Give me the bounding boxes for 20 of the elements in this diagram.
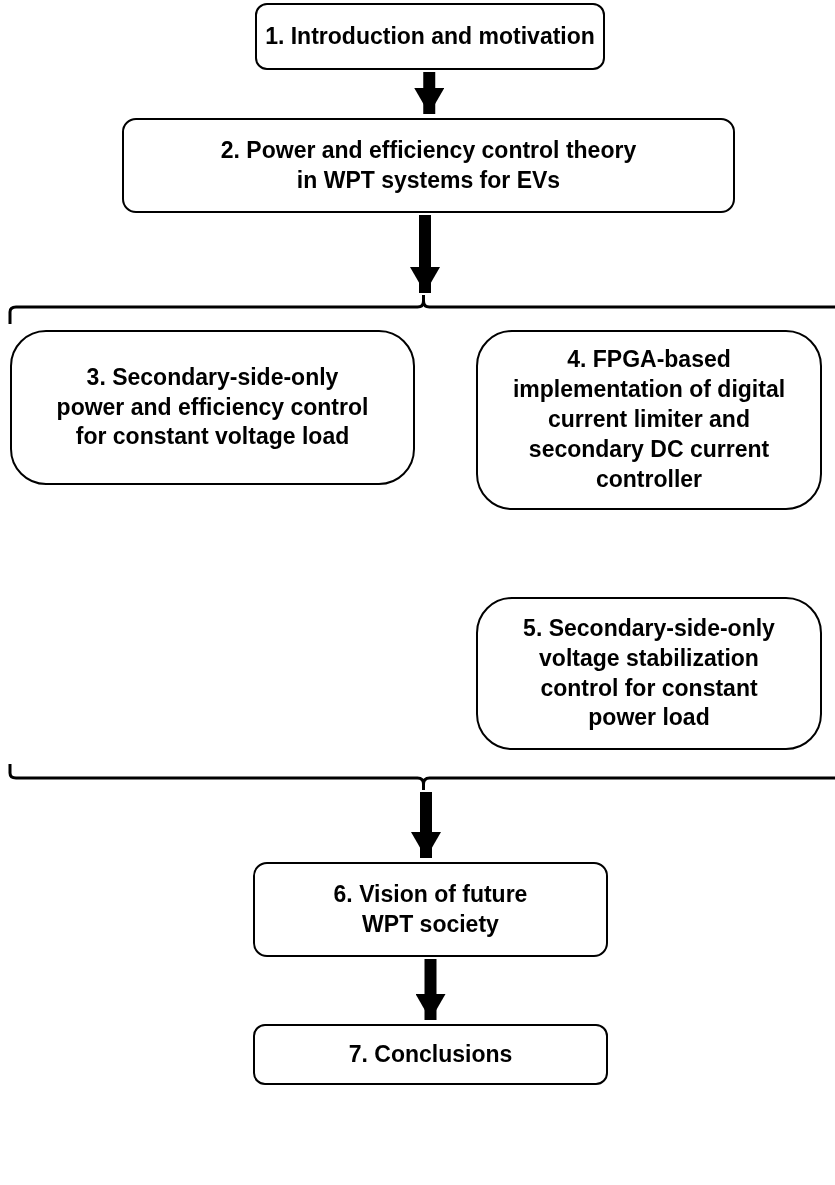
process-box: [253, 862, 608, 957]
process-box: [122, 118, 735, 213]
box-label: 3. Secondary-side-only power and efficiency control for constant voltage load: [55, 362, 370, 452]
box-label: 4. FPGA-based implementation of digital current limiter and secondary DC current controller: [511, 345, 787, 494]
bracket: [8, 293, 835, 324]
box-label: 1. Introduction and motivation: [265, 21, 595, 51]
arrow: [411, 792, 441, 858]
arrow: [410, 215, 440, 293]
box-label: 5. Secondary-side-only voltage stabilization control for constant power load: [522, 613, 776, 733]
process-box: [476, 597, 822, 750]
box-label: 6. Vision of future WPT society: [332, 879, 529, 939]
box-label: 7. Conclusions: [348, 1039, 513, 1069]
bracket: [8, 762, 835, 792]
process-box: [10, 330, 415, 485]
process-box: [255, 3, 605, 70]
arrow: [414, 72, 445, 114]
arrow: [415, 959, 446, 1020]
process-box: [253, 1024, 608, 1085]
box-label: 2. Power and efficiency control theory in WPT systems for EVs: [219, 135, 638, 195]
process-box: [476, 330, 822, 510]
